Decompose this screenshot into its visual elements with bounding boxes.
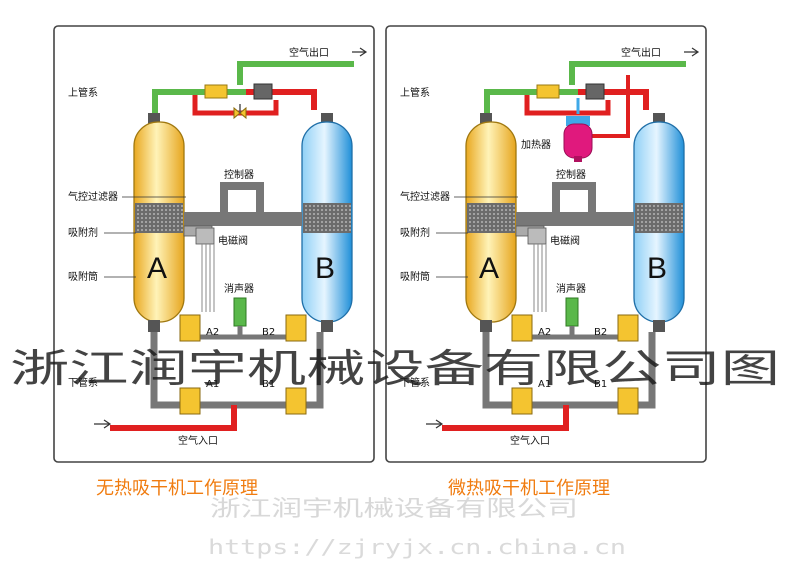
right-inlet-label: 空气入口	[510, 434, 550, 447]
right-outlet-label: 空气出口	[621, 46, 661, 59]
left-valve-a1	[179, 387, 201, 415]
left-valve-b2-label: B2	[262, 327, 275, 338]
right-tank-a-label: A	[479, 252, 499, 285]
left-valve-b2	[285, 314, 307, 342]
left-valve-b1-label: B1	[262, 379, 275, 390]
left-check-valve-gray	[253, 83, 273, 100]
right-silencer	[565, 297, 579, 327]
right-heater-label: 加热器	[521, 138, 551, 151]
right-adsorbent-label: 吸附剂	[400, 226, 430, 239]
left-solenoid-block	[195, 227, 215, 245]
watermark-url: https://zjryjx.cn.china.cn	[208, 535, 626, 559]
left-check-valve-yellow	[204, 84, 228, 99]
right-valve-b1-label: B1	[594, 379, 607, 390]
left-adsorbent-bed-b	[303, 203, 351, 233]
right-inlet-arrow	[426, 419, 444, 429]
left-controller-label: 控制器	[224, 168, 254, 181]
right-upper-pipe-label: 上管系	[400, 86, 430, 99]
right-controller-assembly	[515, 182, 634, 312]
right-caption: 微热吸干机工作原理	[448, 478, 610, 499]
left-upper-pipes	[152, 61, 354, 122]
left-tank-b	[301, 113, 353, 332]
right-tower-label: 吸附筒	[400, 270, 430, 283]
right-check-valve-gray	[585, 83, 605, 100]
left-lower-pipes	[110, 314, 324, 431]
left-panel: 空气出口 A B 控制器 电磁阀 消声器	[53, 25, 375, 463]
left-silencer	[233, 297, 247, 327]
right-adsorbent-bed-a	[467, 203, 515, 233]
right-adsorbent-bed-b	[635, 203, 683, 233]
right-silencer-label: 消声器	[556, 282, 586, 295]
left-inlet-label: 空气入口	[178, 434, 218, 447]
right-panel: 空气出口 加热器 A B	[385, 25, 707, 463]
left-valve-a2	[179, 314, 201, 342]
left-outlet-label: 空气出口	[289, 46, 329, 59]
watermark-main: 浙江润宇机械设备有限公司图	[10, 347, 780, 392]
right-tank-b	[633, 113, 685, 332]
right-filter-label: 气控过滤器	[400, 190, 450, 203]
left-callout-lines	[104, 196, 186, 278]
right-valve-b2-label: B2	[594, 327, 607, 338]
left-tank-a-label: A	[147, 252, 167, 285]
left-valve-a2-label: A2	[206, 327, 219, 338]
right-valve-a1	[511, 387, 533, 415]
left-tower-label: 吸附筒	[68, 270, 98, 283]
right-solenoid-block	[527, 227, 547, 245]
right-controller-label: 控制器	[556, 168, 586, 181]
right-valve-a2	[511, 314, 533, 342]
left-adsorbent-label: 吸附剂	[68, 226, 98, 239]
left-valve-a1-label: A1	[206, 379, 219, 390]
watermark-company: 浙江润宇机械设备有限公司	[210, 497, 578, 522]
right-valve-a1-label: A1	[538, 379, 551, 390]
right-tank-b-label: B	[647, 252, 667, 285]
left-controller-assembly	[183, 182, 302, 312]
right-heater	[563, 116, 593, 162]
left-silencer-label: 消声器	[224, 282, 254, 295]
left-outlet-arrow	[352, 47, 368, 57]
left-adsorbent-bed-a	[135, 203, 183, 233]
left-filter-label: 气控过滤器	[68, 190, 118, 203]
left-solenoid-label: 电磁阀	[218, 234, 248, 247]
right-solenoid-label: 电磁阀	[550, 234, 580, 247]
right-valve-b1	[617, 387, 639, 415]
left-upper-pipe-label: 上管系	[68, 86, 98, 99]
left-tank-a	[133, 113, 185, 332]
right-valve-b2	[617, 314, 639, 342]
left-inlet-arrow	[94, 419, 112, 429]
right-lower-pipes	[442, 314, 656, 431]
right-valve-a2-label: A2	[538, 327, 551, 338]
left-valve-b1	[285, 387, 307, 415]
right-outlet-arrow	[684, 47, 700, 57]
right-check-valve-yellow	[536, 84, 560, 99]
right-upper-pipes	[484, 61, 686, 138]
right-callout-lines	[436, 196, 518, 278]
left-tank-b-label: B	[315, 252, 335, 285]
left-caption: 无热吸干机工作原理	[96, 478, 258, 499]
left-lower-pipe-label: 下管系	[68, 376, 98, 389]
right-tank-a	[465, 113, 517, 332]
right-lower-pipe-label: 下管系	[400, 376, 430, 389]
